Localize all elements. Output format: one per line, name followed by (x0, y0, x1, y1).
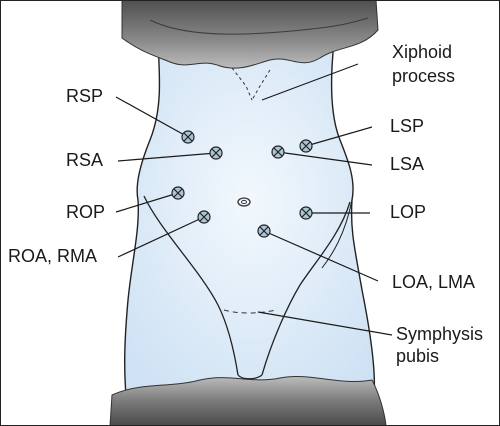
label-xiphoid-line2: process (392, 66, 456, 86)
right-flank-contour (321, 199, 353, 269)
leader-lsp (305, 126, 373, 147)
right-hip-crease (261, 201, 351, 376)
label-rop: ROP (66, 202, 106, 222)
marker-lsa (271, 145, 285, 159)
label-rsa: RSA (66, 150, 104, 170)
label-lsp: LSP (390, 116, 425, 136)
label-symphysis-line1: Symphysis (396, 324, 484, 344)
left-hip-crease (143, 195, 239, 376)
umbilicus (237, 197, 251, 207)
leader-lines (115, 63, 393, 336)
leader-rsp (115, 96, 189, 138)
marker-rsa (209, 146, 223, 160)
leader-rop (115, 192, 179, 213)
marker-lop (299, 206, 313, 220)
xiphoid-outline (231, 67, 271, 101)
leader-loa (263, 230, 379, 282)
label-lop: LOP (390, 202, 427, 222)
marker-rsp (181, 130, 195, 144)
label-loa-lma: LOA, LMA (392, 272, 476, 292)
label-xiphoid-line1: Xiphoid (392, 42, 453, 62)
marker-loa (257, 224, 271, 238)
marker-lsp (299, 139, 313, 153)
label-lsa: LSA (390, 154, 425, 174)
marker-rop (171, 186, 185, 200)
leader-rsa (117, 152, 217, 162)
bottom-drape (109, 375, 387, 426)
label-symphysis-line2: pubis (396, 346, 440, 366)
marker-roa (197, 210, 211, 224)
genital-crease (237, 374, 263, 380)
label-rsp: RSP (66, 86, 104, 106)
leader-xiphoid (261, 63, 359, 101)
label-roa-rma: ROA, RMA (8, 246, 98, 266)
leader-roa (117, 216, 205, 258)
symphysis-outline (223, 309, 277, 314)
leader-lsa (277, 151, 373, 166)
top-drape-fold (149, 17, 369, 35)
leader-symphysis (257, 311, 393, 336)
